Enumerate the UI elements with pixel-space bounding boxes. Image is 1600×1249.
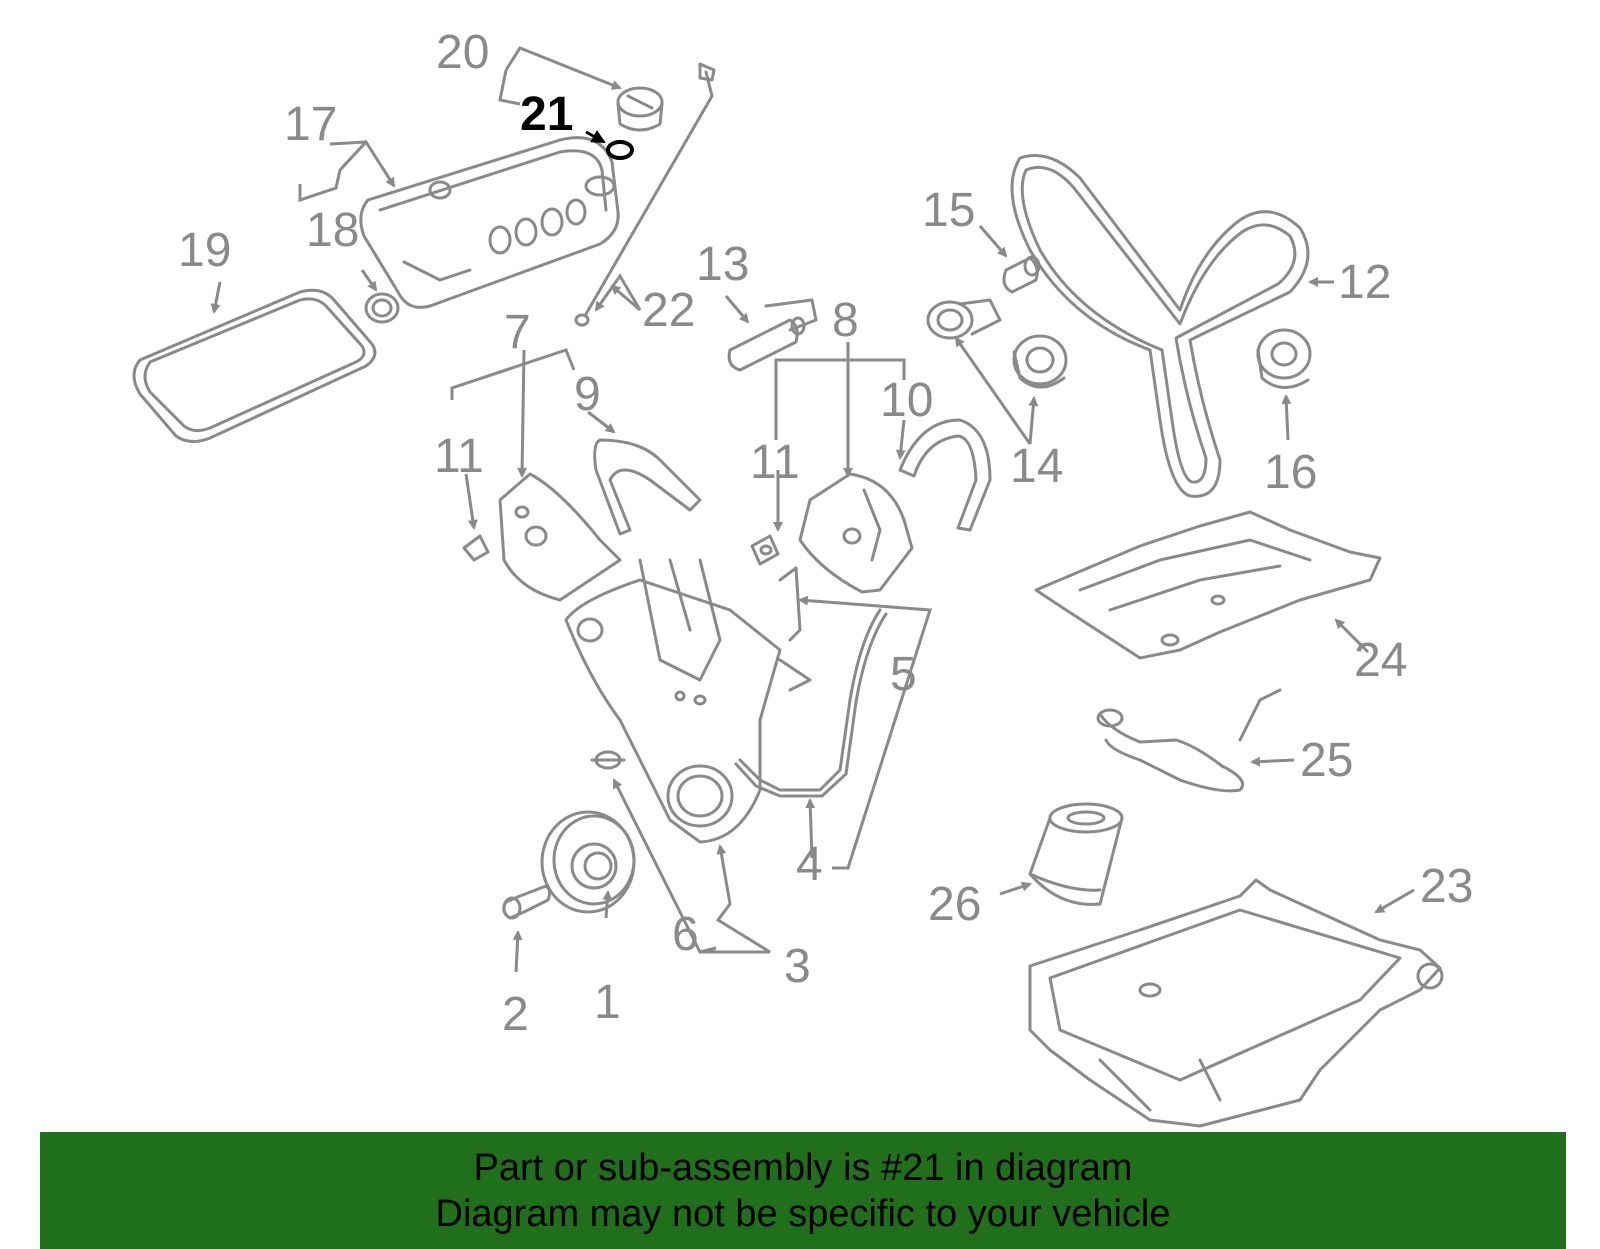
part-2-bolt [502, 884, 552, 920]
part-20-oil-filler-cap [616, 86, 664, 132]
callout-24: 24 [1354, 634, 1407, 687]
part-1-crankshaft-pulley [540, 810, 636, 914]
callout-20: 20 [436, 26, 489, 79]
part-11-right-bracket [750, 534, 780, 566]
callout-6: 6 [672, 908, 699, 961]
callout-4: 4 [796, 838, 823, 891]
callout-10: 10 [880, 374, 933, 427]
part-16-idler-pulley [1256, 328, 1312, 389]
callout-16: 16 [1264, 446, 1317, 499]
part-8-timing-cover-rear-right [798, 472, 914, 594]
part-4-5-gasket [734, 566, 888, 798]
part-25-oil-pickup [1096, 688, 1282, 793]
callout-15: 15 [922, 184, 975, 237]
part-12-timing-belt [1010, 154, 1310, 498]
part-9-gasket [593, 438, 702, 536]
callout-12: 12 [1338, 256, 1391, 309]
callout-7: 7 [504, 306, 531, 359]
callout-13: 13 [696, 238, 749, 291]
callout-23: 23 [1420, 860, 1473, 913]
callout-11-right: 11 [750, 436, 800, 489]
part-7-timing-cover-rear [498, 472, 622, 602]
callout-8: 8 [832, 294, 859, 347]
part-22-dipstick [574, 62, 716, 327]
part-info-banner: Part or sub-assembly is #21 in diagram D… [40, 1132, 1566, 1249]
callout-5: 5 [890, 648, 917, 701]
part-18-seal [364, 292, 400, 324]
engine-parts-diagram: 1 2 3 4 5 6 7 8 9 10 11 11 12 13 14 15 1… [132, 26, 1473, 1128]
banner-line-disclaimer: Diagram may not be specific to your vehi… [435, 1192, 1171, 1235]
callout-14: 14 [1010, 440, 1063, 493]
part-3-front-timing-cover [564, 558, 782, 844]
callout-labels: 1 2 3 4 5 6 7 8 9 10 11 11 12 13 14 15 1… [178, 26, 1473, 1041]
part-13-sensor [727, 298, 818, 372]
callout-1: 1 [594, 976, 621, 1029]
banner-line-part-number: Part or sub-assembly is #21 in diagram [473, 1146, 1133, 1189]
callout-21-highlighted: 21 [520, 88, 573, 141]
callout-22: 22 [642, 284, 695, 337]
part-10-gasket [898, 418, 992, 532]
callout-11-left: 11 [434, 430, 484, 483]
part-17-valve-cover [359, 136, 620, 309]
part-11-left-bracket [462, 534, 490, 562]
part-26-oil-filter [1028, 802, 1124, 906]
callout-25: 25 [1300, 734, 1353, 787]
part-15-bolt [1002, 255, 1041, 294]
callout-19: 19 [178, 224, 231, 277]
callout-9: 9 [574, 368, 601, 421]
part-21-o-ring-highlighted [606, 140, 634, 160]
callout-26: 26 [928, 878, 981, 931]
callout-17: 17 [284, 98, 337, 151]
callout-2: 2 [502, 988, 529, 1041]
part-23-oil-pan [1028, 878, 1444, 1128]
leader-lines [210, 46, 1415, 973]
part-24-windage-tray [1034, 510, 1382, 660]
callout-3: 3 [784, 940, 811, 993]
part-19-valve-cover-gasket [132, 288, 377, 443]
part-14-tensioner [926, 298, 1068, 389]
part-6-bolt [590, 750, 626, 770]
callout-18: 18 [306, 204, 359, 257]
